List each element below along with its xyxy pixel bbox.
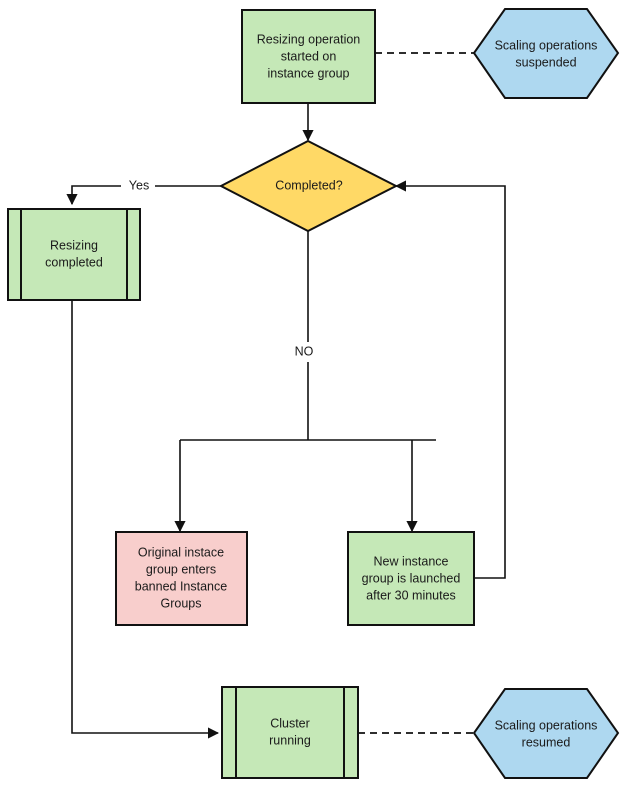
edge-new-group-feedback-to-decision [394,180,506,579]
node-completed-decision[interactable]: Completed? [218,139,399,233]
original-group-banned-box[interactable] [115,531,248,626]
edge-resizing-completed-to-cluster [71,300,220,739]
completed-decision-diamond[interactable] [218,139,399,233]
resizing-started-box[interactable] [241,9,376,104]
node-resizing-started[interactable]: Resizing operation started on instance g… [241,9,376,104]
edge-decision-to-resizing-completed [66,185,224,206]
cluster-running-box[interactable] [221,686,359,779]
node-scaling-resumed[interactable]: Scaling operations resumed [472,688,620,779]
node-cluster-running[interactable]: Cluster running [221,686,359,779]
edge-label-no: NO [295,344,314,358]
edge-label-yes: Yes [129,178,149,192]
no-label-backdrop [288,342,320,362]
node-resizing-completed[interactable]: Resizing completed [7,208,141,301]
node-original-group-banned[interactable]: Original instace group enters banned Ins… [115,531,248,626]
scaling-resumed-hexagon[interactable] [472,688,620,779]
edge-label-layer: Yes NO [121,176,320,362]
node-new-group-launched[interactable]: New instance group is launched after 30 … [347,531,475,626]
connector-layer [66,52,506,739]
yes-label-backdrop [121,176,155,196]
new-group-launched-box[interactable] [347,531,475,626]
resizing-completed-box[interactable] [7,208,141,301]
node-scaling-suspended[interactable]: Scaling operations suspended [472,8,620,99]
scaling-suspended-hexagon[interactable] [472,8,620,99]
